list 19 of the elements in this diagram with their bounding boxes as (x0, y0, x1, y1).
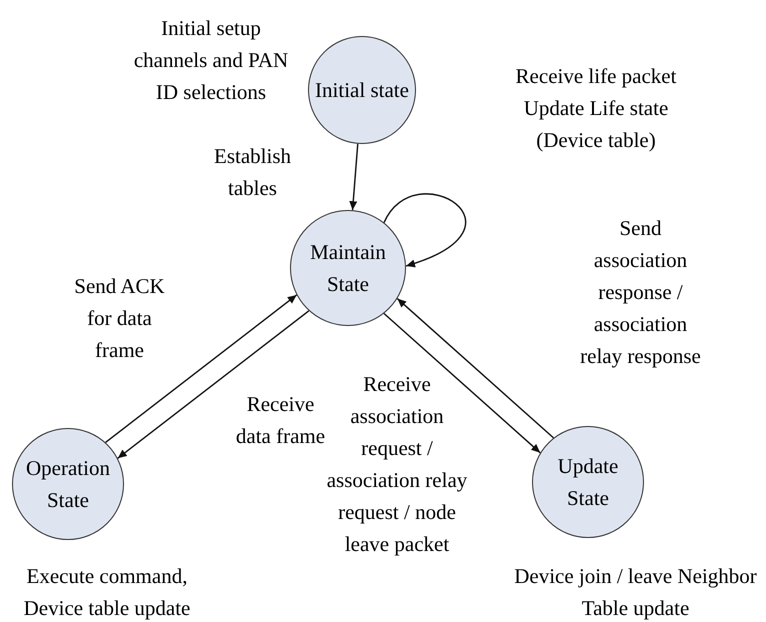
edge-label: Receive data frame (234, 391, 326, 450)
state-action-text: Device join / leave Neighbor Table update (513, 563, 758, 622)
state-name: Operation State (25, 455, 111, 514)
arrow (117, 310, 310, 459)
edge-label: Send ACK for data frame (73, 273, 166, 364)
arrow (384, 312, 541, 454)
state-action-text: Initial setup channels and PAN ID selections (132, 15, 290, 106)
edge-label: Receive association request / association relay request / node leave packet (326, 371, 468, 558)
state-name: Maintain State (309, 239, 387, 298)
arrow (396, 298, 554, 438)
edge-label: Receive life packet Update Life state (Device table) (514, 63, 678, 154)
edge-label: Send association response / association relay response (579, 215, 702, 370)
arrow (349, 144, 358, 210)
arrow (383, 194, 466, 267)
arrow (105, 294, 298, 443)
edge-label: Establish tables (213, 143, 292, 202)
state-name: Initial state (314, 77, 410, 104)
state-action-text: Execute command, Device table update (22, 563, 192, 622)
state-name: Update State (556, 453, 620, 512)
